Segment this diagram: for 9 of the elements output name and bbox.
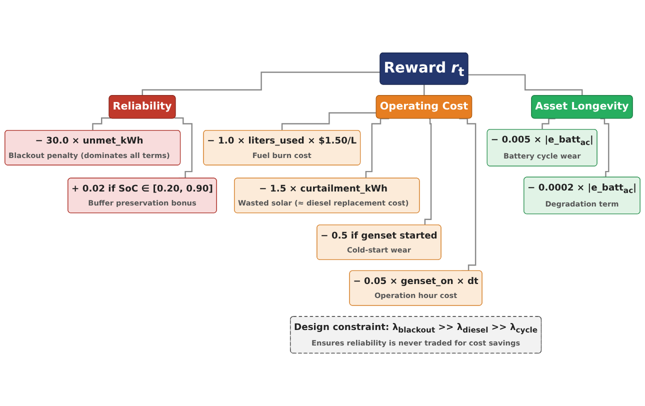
connector: [459, 118, 476, 272]
connector: [142, 72, 380, 96]
connector: [424, 84, 425, 96]
connector: [468, 74, 583, 96]
connector: [281, 112, 376, 132]
connector: [600, 118, 610, 178]
connector: [174, 117, 192, 179]
connector: [542, 118, 556, 130]
connector: [92, 117, 111, 132]
